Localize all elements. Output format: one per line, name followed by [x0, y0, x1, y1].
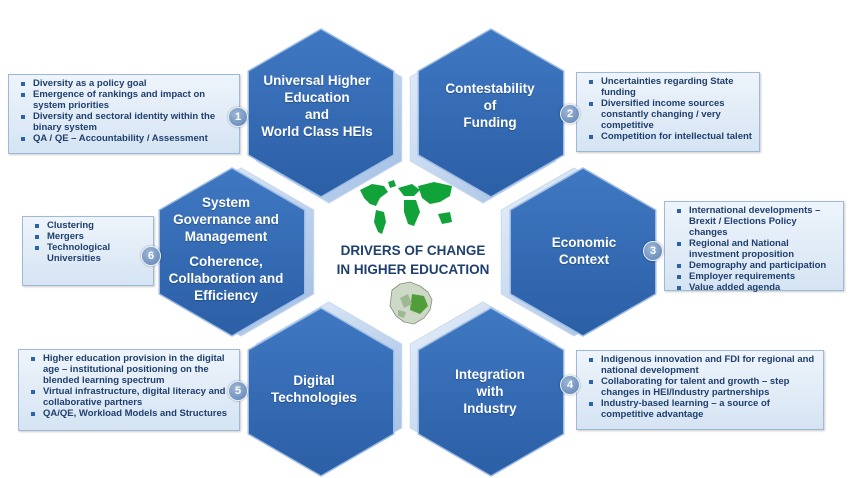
driver-6-bullet: Technological Universities [31, 242, 147, 264]
driver-4-hexagon [409, 301, 565, 477]
world-map-icon [360, 180, 452, 234]
driver-4-hexagon-face [417, 307, 565, 477]
driver-3-bullets: International developments – Brexit / El… [664, 201, 844, 293]
driver-4-title-line: with [476, 384, 504, 399]
driver-3-bullet: International developments – Brexit / El… [673, 205, 837, 238]
driver-4-bullet: Industry-based learning – a source of co… [585, 398, 817, 420]
driver-6-bullet: Clustering [31, 220, 147, 231]
driver-2-title-line: Funding [463, 115, 517, 130]
driver-4-title: Integration with Industry [424, 366, 556, 417]
driver-1-bullet: Emergence of rankings and impact on syst… [17, 89, 233, 111]
driver-6-title-gap [160, 245, 292, 253]
driver-4-bullets: Indigenous innovation and FDI for region… [576, 350, 824, 430]
driver-2-bullet: Uncertainties regarding State funding [585, 76, 753, 98]
driver-3-badge: 3 [643, 241, 663, 261]
driver-5-title-line: Digital [293, 373, 335, 388]
driver-1-bullets: Diversity as a policy goal Emergence of … [8, 74, 240, 154]
driver-1-title-line: and [304, 107, 329, 122]
driver-3-bullet: Regional and National investment proposi… [673, 238, 837, 260]
driver-3-title: Economic Context [524, 234, 644, 268]
center-title-line-1: DRIVERS OF CHANGE [340, 243, 486, 258]
driver-3-bullet: Value added agenda [673, 282, 837, 293]
driver-1-title-line: Education [284, 90, 350, 105]
driver-5-bullet: QA/QE, Workload Models and Structures [27, 408, 233, 419]
driver-5-bullet: Higher education provision in the digita… [27, 353, 233, 386]
driver-2-title-line: of [483, 98, 497, 113]
driver-3-title-line: Economic [551, 235, 617, 250]
driver-4-badge: 4 [560, 375, 580, 395]
driver-6-bullets: Clustering Mergers Technological Univers… [22, 216, 154, 286]
driver-6-hexagon [158, 167, 315, 337]
driver-1-hexagon-face [247, 28, 395, 198]
driver-5-bullet: Virtual infrastructure, digital literacy… [27, 386, 233, 408]
driver-1-bullet: Diversity and sectoral identity within t… [17, 111, 233, 133]
driver-2-bullets: Uncertainties regarding State funding Di… [576, 72, 760, 152]
driver-3-bullet: Demography and participation [673, 260, 837, 271]
driver-5-hexagon-face [247, 307, 395, 477]
driver-1-title: Universal Higher Education and World Cla… [246, 72, 388, 140]
driver-1-bullet: Diversity as a policy goal [17, 78, 233, 89]
driver-4-title-line: Industry [463, 401, 517, 416]
driver-6-hexagon-face [158, 167, 306, 337]
driver-1-bullet: QA / QE – Accountability / Assessment [17, 133, 233, 144]
driver-5-hexagon [247, 301, 403, 477]
driver-5-title-line: Technologies [270, 390, 357, 405]
driver-3-hexagon [500, 167, 657, 337]
driver-2-title: Contestability of Funding [424, 80, 556, 131]
driver-5-title: Digital Technologies [248, 372, 380, 406]
ireland-map-icon [389, 281, 433, 325]
center-title: DRIVERS OF CHANGE IN HIGHER EDUCATION [318, 241, 508, 279]
driver-6-bullet: Mergers [31, 231, 147, 242]
driver-3-hexagon-face [509, 167, 657, 337]
driver-6-title: System Governance and Management Coheren… [160, 194, 292, 304]
driver-6-title-line: Efficiency [194, 288, 258, 303]
driver-1-hexagon [247, 28, 403, 204]
driver-6-title-line: System [201, 195, 251, 210]
driver-4-bullet: Collaborating for talent and growth – st… [585, 376, 817, 398]
driver-6-title-line: Collaboration and [168, 271, 284, 286]
driver-3-bullet: Employer requirements [673, 271, 837, 282]
driver-5-bullets: Higher education provision in the digita… [18, 349, 240, 431]
driver-5-badge: 5 [228, 381, 248, 401]
driver-1-badge: 1 [228, 107, 248, 127]
driver-2-hexagon-face [417, 28, 565, 198]
driver-6-title-line: Management [184, 229, 268, 244]
driver-2-hexagon [409, 28, 565, 204]
driver-1-title-line: Universal Higher [263, 73, 371, 88]
driver-2-bullet: Competition for intellectual talent [585, 131, 753, 142]
driver-2-title-line: Contestability [445, 81, 535, 96]
driver-2-badge: 2 [560, 104, 580, 124]
driver-6-title-line: Coherence, [189, 254, 263, 269]
driver-1-title-line: World Class HEIs [261, 124, 373, 139]
center-title-line-2: IN HIGHER EDUCATION [336, 262, 490, 277]
driver-3-title-line: Context [558, 252, 610, 267]
driver-2-bullet: Diversified income sources constantly ch… [585, 98, 753, 131]
driver-4-title-line: Integration [455, 367, 525, 382]
driver-6-badge: 6 [141, 246, 161, 266]
driver-6-title-line: Governance and [173, 212, 279, 227]
driver-4-bullet: Indigenous innovation and FDI for region… [585, 354, 817, 376]
